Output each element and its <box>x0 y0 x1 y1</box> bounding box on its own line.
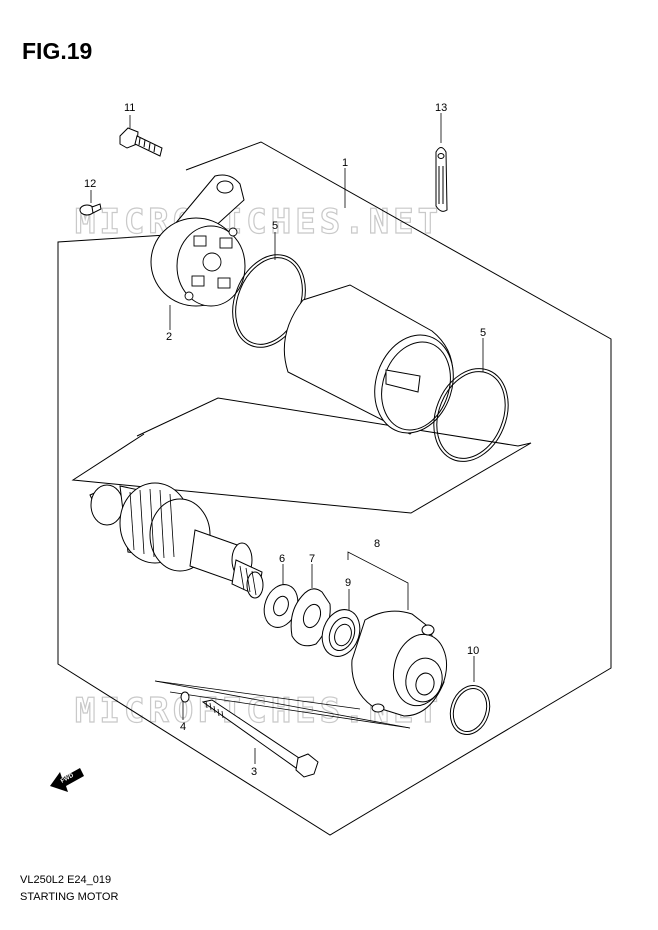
callout-11: 11 <box>124 102 135 114</box>
callout-labels: 1 2 3 4 5 5 6 7 8 9 10 11 12 13 <box>84 102 486 778</box>
o-ring-part-10 <box>449 685 491 735</box>
callout-5-lower: 5 <box>480 327 486 339</box>
bracket-part-8 <box>351 610 448 717</box>
washer-part-6 <box>263 584 299 628</box>
callout-1: 1 <box>342 157 348 169</box>
screw-part-12 <box>79 203 102 216</box>
callout-7: 7 <box>309 553 315 565</box>
callout-2: 2 <box>166 331 172 343</box>
callout-5-upper: 5 <box>272 220 278 232</box>
armature <box>89 482 264 599</box>
figure-code: VL250L2 E24_019 <box>20 874 112 886</box>
plate-part-7 <box>290 588 331 647</box>
assembly-outline <box>57 141 612 836</box>
fwd-arrow-icon: FWD <box>50 768 84 792</box>
watermark-top: MICROFICHES.NET <box>75 202 442 242</box>
yoke-part-1 <box>283 284 454 435</box>
callout-8: 8 <box>374 538 380 550</box>
callout-6: 6 <box>279 553 285 565</box>
callout-9: 9 <box>345 577 351 589</box>
through-bolt-part-3 <box>201 699 319 778</box>
callout-13: 13 <box>435 102 447 114</box>
callout-3: 3 <box>251 766 257 778</box>
bolt-part-11 <box>119 127 163 157</box>
brush-holder-part-2 <box>150 174 246 307</box>
o-ring-part-5-lower <box>433 368 509 462</box>
callout-4: 4 <box>180 721 186 733</box>
figure-caption: STARTING MOTOR <box>20 891 119 903</box>
clip-part-13 <box>435 147 448 212</box>
callout-10: 10 <box>467 645 479 657</box>
o-ring-part-4 <box>180 691 190 703</box>
figure-title: FIG.19 <box>22 38 93 64</box>
callout-12: 12 <box>84 178 96 190</box>
bearing-part-9 <box>321 609 361 657</box>
leader-lines <box>90 113 484 764</box>
